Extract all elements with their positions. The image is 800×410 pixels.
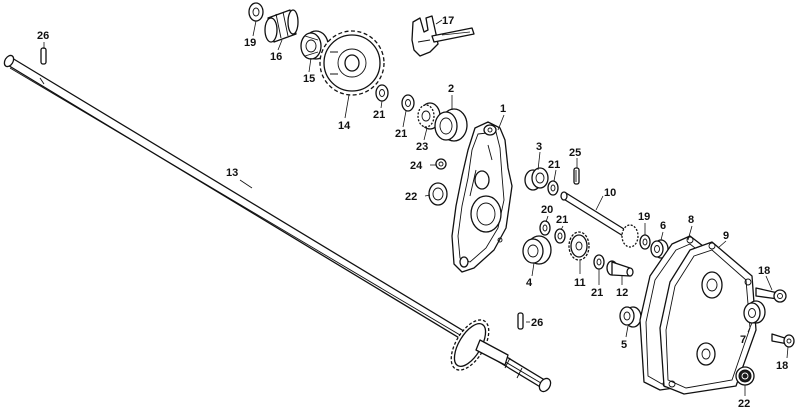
washer-21-c — [547, 180, 559, 196]
callout-5: 5 — [621, 339, 627, 351]
shaft-gear — [450, 319, 509, 371]
callout-4: 4 — [526, 277, 533, 289]
callout-3: 3 — [536, 141, 542, 153]
callout-14: 14 — [338, 120, 351, 132]
washer-20 — [539, 220, 551, 236]
cover-9 — [659, 241, 757, 395]
seal-22-left — [428, 182, 448, 206]
callout-24: 24 — [410, 160, 423, 172]
leader-lines — [43, 19, 789, 396]
callout-18-top: 18 — [758, 265, 770, 277]
washer-21-e — [593, 254, 605, 270]
washer-19-top — [248, 2, 264, 22]
callout-17: 17 — [442, 15, 454, 27]
callout-6: 6 — [660, 220, 666, 232]
callout-18-bottom: 18 — [776, 360, 788, 372]
gear-case-1 — [451, 121, 513, 273]
callouts: 26 19 16 15 14 17 21 21 23 2 1 24 22 3 2… — [37, 15, 788, 410]
callout-15: 15 — [303, 73, 315, 85]
callout-21-c: 21 — [548, 159, 560, 171]
seal-4 — [522, 235, 552, 265]
washer-21-a — [375, 84, 389, 102]
callout-16: 16 — [270, 51, 282, 63]
bolt-18-bottom — [771, 333, 795, 348]
washer-19-right — [639, 234, 651, 250]
pin-26-top — [40, 47, 47, 65]
callout-13: 13 — [226, 167, 238, 179]
callout-10: 10 — [604, 187, 616, 199]
nut-24 — [435, 158, 447, 170]
callout-21-e: 21 — [591, 287, 603, 299]
callout-26-top: 26 — [37, 30, 49, 42]
bolt-18-top — [755, 287, 787, 303]
gear-11 — [568, 231, 590, 261]
washer-21-d — [554, 228, 566, 244]
callout-19-top: 19 — [244, 37, 256, 49]
shift-fork-17 — [411, 15, 475, 57]
callout-23: 23 — [416, 141, 428, 153]
callout-2: 2 — [448, 83, 454, 95]
callout-8: 8 — [688, 214, 694, 226]
callout-21-d: 21 — [556, 214, 568, 226]
oil-seal-2 — [434, 108, 468, 142]
bushing-3 — [524, 167, 549, 191]
callout-25: 25 — [569, 147, 581, 159]
shaft-10 — [560, 191, 639, 248]
callout-20: 20 — [541, 204, 553, 216]
callout-21-b: 21 — [395, 128, 407, 140]
callout-12: 12 — [616, 287, 628, 299]
callout-1: 1 — [500, 103, 506, 115]
shaft-13 — [3, 54, 552, 393]
spring-pin-25 — [573, 167, 580, 185]
callout-22-left: 22 — [405, 191, 417, 203]
callout-19-right: 19 — [638, 211, 650, 223]
callout-26-bottom: 26 — [531, 317, 543, 329]
callout-11: 11 — [574, 277, 586, 289]
gear-14 — [319, 30, 385, 96]
bolt-12 — [606, 260, 634, 277]
callout-21-a: 21 — [373, 109, 385, 121]
seal-7 — [743, 300, 766, 324]
pin-26-bottom — [517, 312, 524, 330]
washer-21-b — [401, 94, 415, 112]
callout-7: 7 — [740, 334, 746, 346]
sleeve-16 — [264, 9, 299, 43]
callout-9: 9 — [723, 230, 729, 242]
callout-22-bottom: 22 — [738, 398, 750, 410]
collar-5 — [619, 306, 642, 328]
seal-22-bottom — [735, 366, 755, 386]
